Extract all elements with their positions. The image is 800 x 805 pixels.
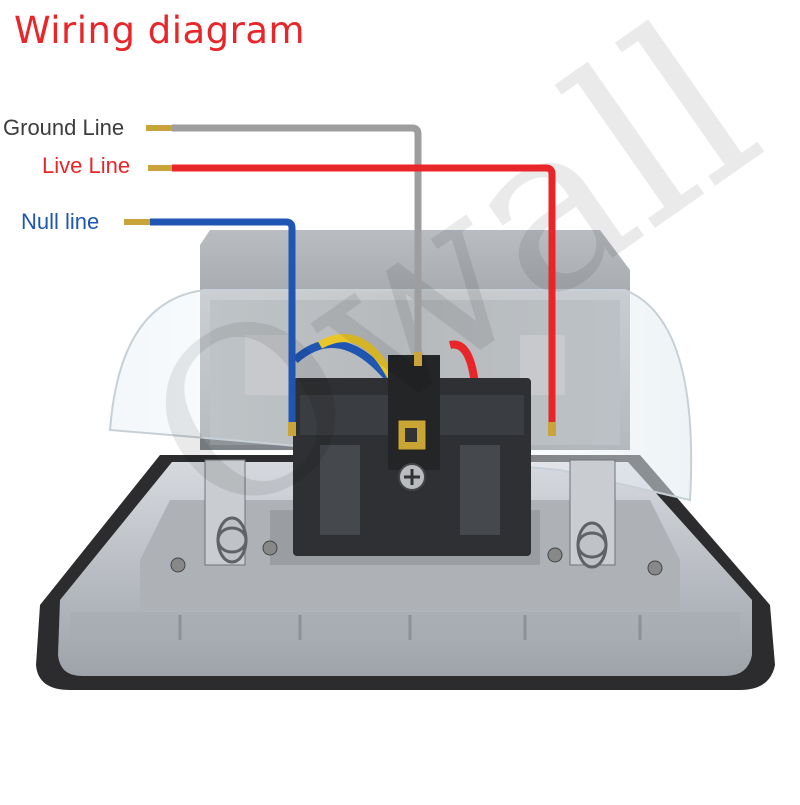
- hinge-spring-right: [569, 459, 616, 569]
- live-wire-terminal: [148, 165, 172, 171]
- live-wire: [172, 164, 556, 422]
- socket-module: [293, 355, 531, 556]
- null-wire-terminal: [124, 219, 150, 225]
- null-line-label: Null line: [21, 209, 100, 234]
- diagram-title: Wiring diagram: [14, 9, 306, 52]
- ground-wire: [172, 124, 422, 352]
- null-wire: [150, 218, 296, 422]
- live-line-label: Live Line: [42, 153, 131, 178]
- hinge-spring-left: [204, 459, 248, 566]
- ground-line-label: Ground Line: [3, 115, 125, 140]
- ground-wire-terminal: [146, 125, 172, 131]
